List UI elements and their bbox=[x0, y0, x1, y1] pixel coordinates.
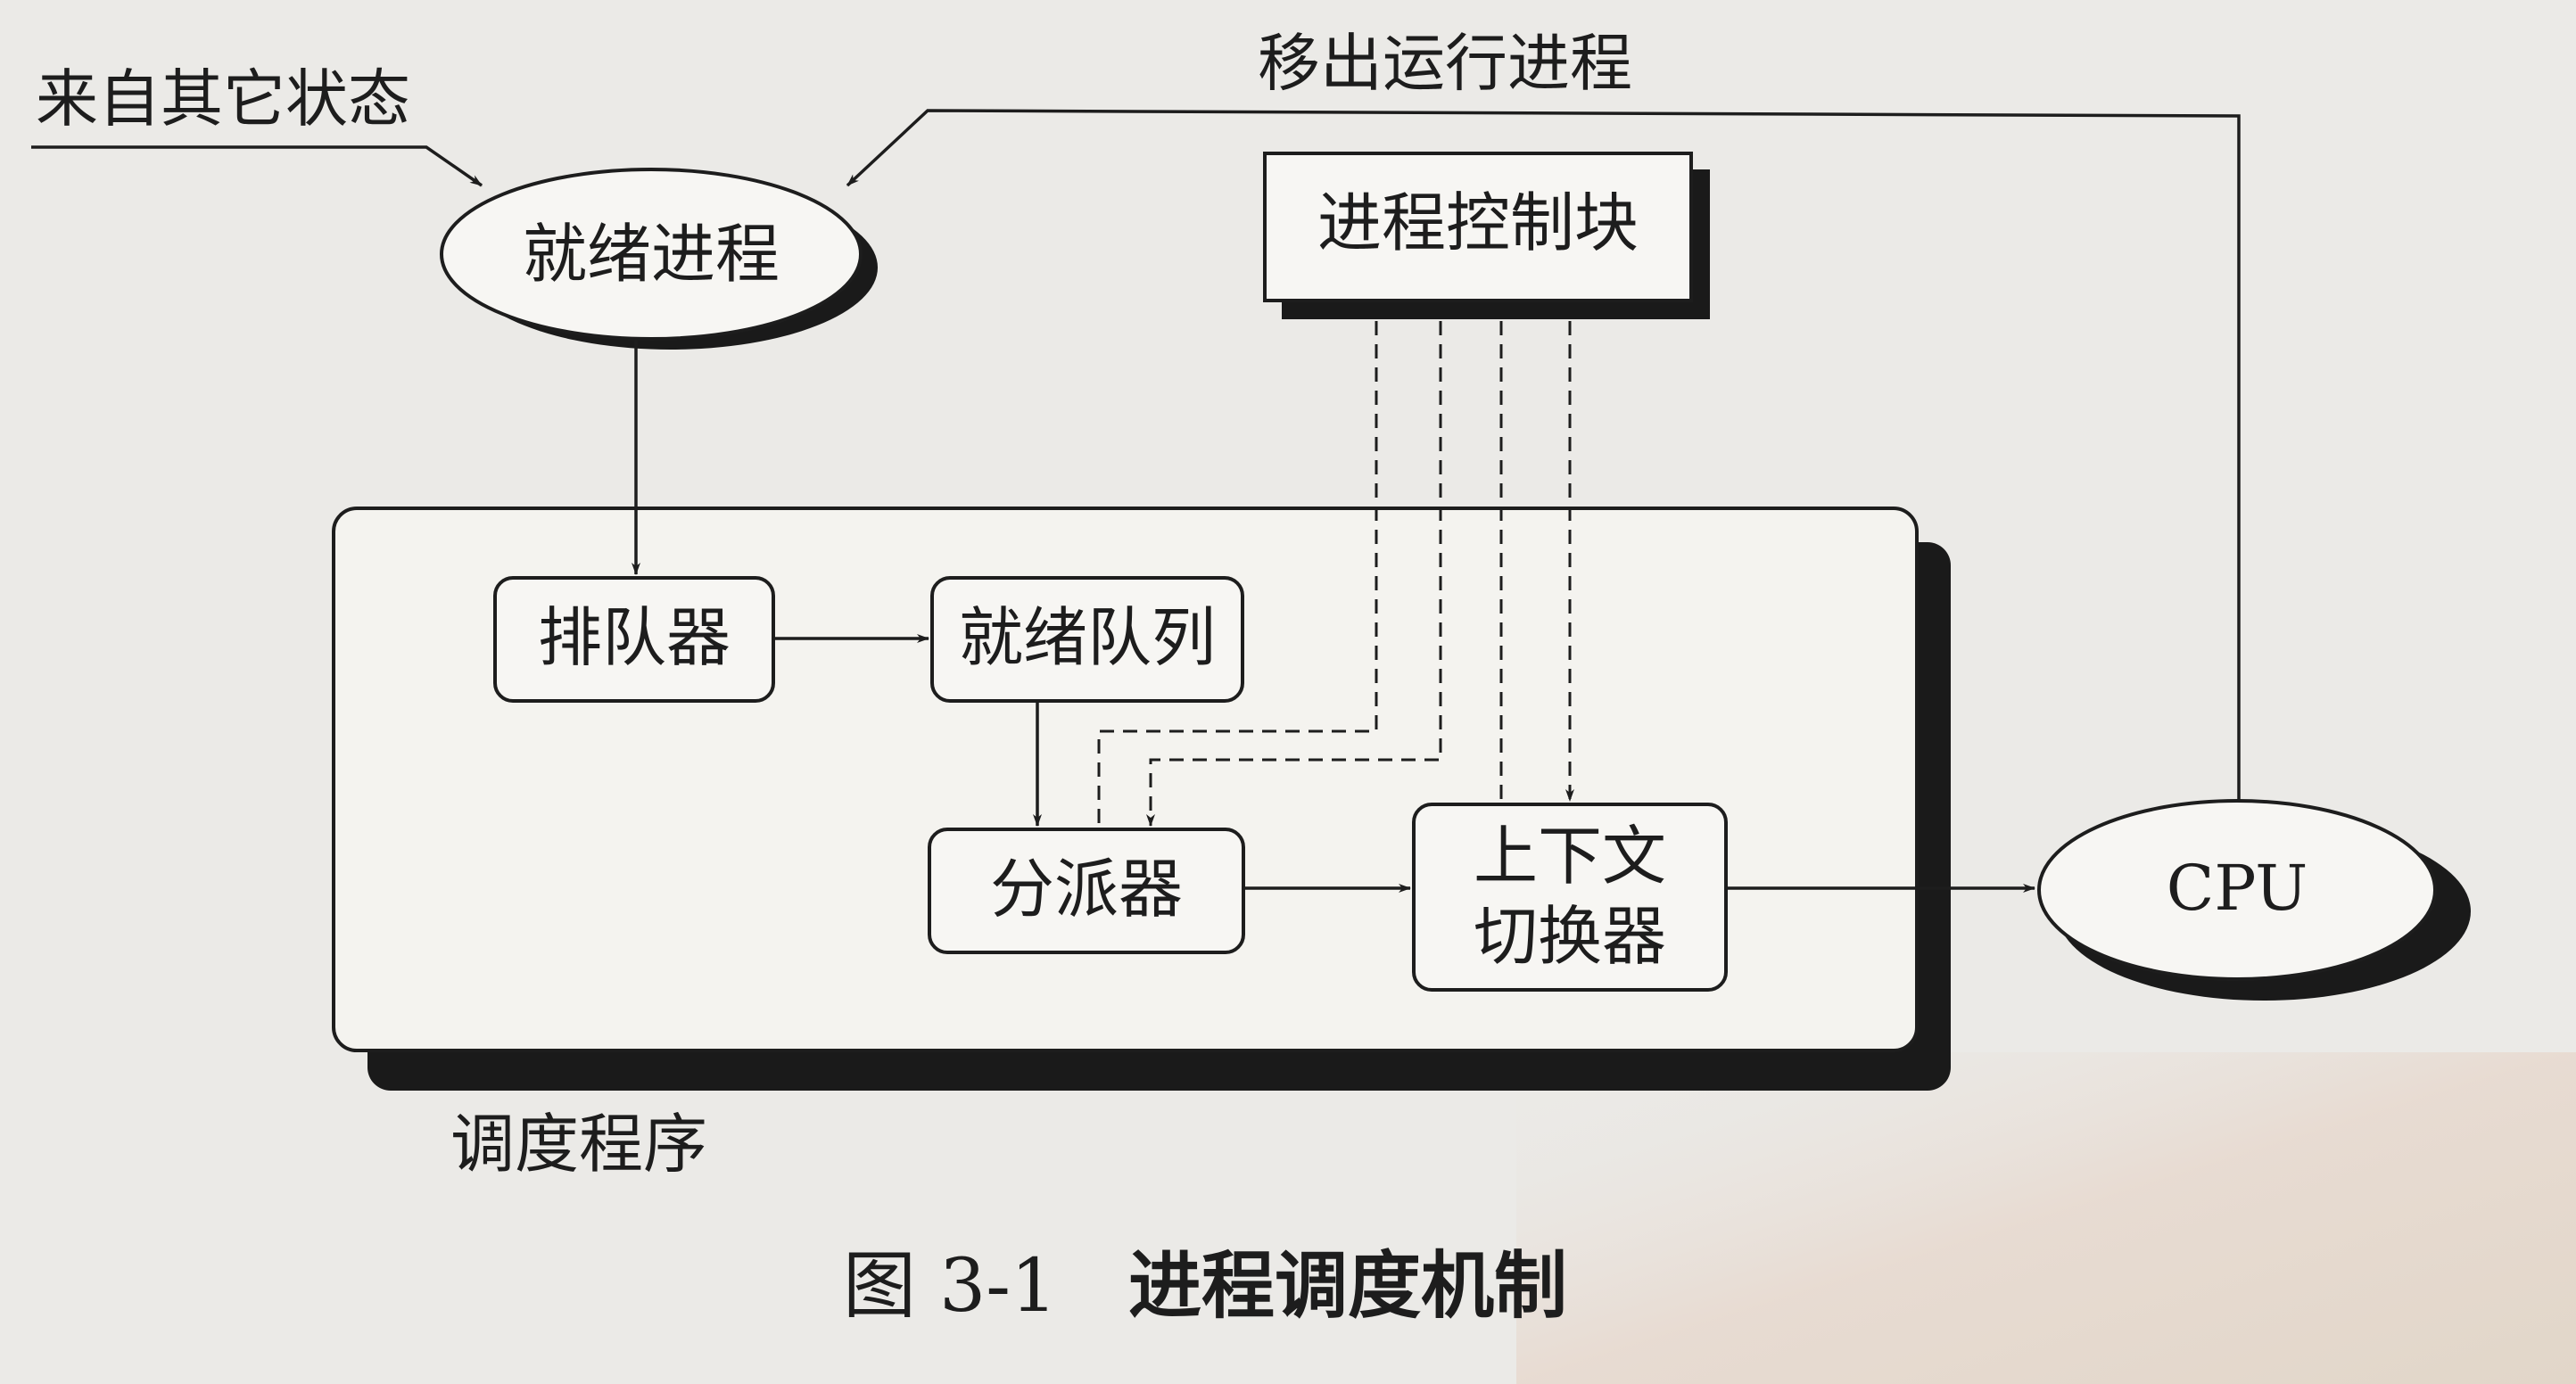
dashed-pcb-to-dispatcher-2 bbox=[1146, 321, 1442, 827]
context-switcher-label-line2: 切换器 bbox=[1474, 899, 1666, 974]
ready-queue-label: 就绪队列 bbox=[959, 600, 1216, 675]
ready-queue-box bbox=[930, 576, 1244, 703]
figure-number: 图 3-1 bbox=[843, 1244, 1057, 1329]
dispatcher-box bbox=[928, 828, 1245, 954]
pcb-label: 进程控制块 bbox=[1317, 185, 1639, 260]
arrow-from-other-states bbox=[31, 145, 483, 187]
from-other-states-label: 来自其它状态 bbox=[36, 62, 410, 136]
cpu-label: CPU bbox=[2167, 852, 2308, 925]
dispatcher-label: 分派器 bbox=[990, 852, 1183, 927]
page-smudge bbox=[1516, 1052, 2576, 1384]
enqueuer-label: 排队器 bbox=[538, 600, 731, 675]
ready-process-ellipse bbox=[440, 168, 863, 341]
pcb-box bbox=[1263, 152, 1693, 302]
move-out-running-label: 移出运行进程 bbox=[1258, 27, 1632, 100]
arrow-move-out-running bbox=[846, 109, 2241, 801]
context-switcher-box bbox=[1412, 803, 1728, 992]
figure-title: 进程调度机制 bbox=[1128, 1243, 1567, 1329]
scheduler-label: 调度程序 bbox=[450, 1107, 707, 1182]
context-switcher-label-line1: 上下文 bbox=[1474, 819, 1666, 894]
ready-process-label: 就绪进程 bbox=[523, 217, 780, 292]
cpu-ellipse bbox=[2037, 799, 2437, 981]
